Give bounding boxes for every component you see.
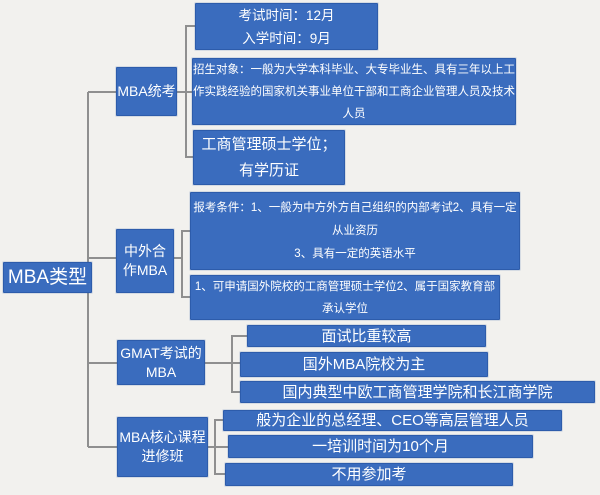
leaf-foreign-schools: 国外MBA院校为主 xyxy=(240,352,488,377)
branch-mba-core-course-label: MBA核心课程 进修班 xyxy=(119,429,206,464)
leaf-degree-certificate: 工商管理硕士学位； 有学历证 xyxy=(193,130,345,185)
leaf-application-conditions-text: 报考条件：1、一般为中方外方自己组织的内部考试2、具有一定 从业资历 3、具有一… xyxy=(193,201,517,260)
leaf-exam-time: 考试时间：12月 入学时间：9月 xyxy=(195,3,378,50)
leaf-interview-weight-text: 面试比重较高 xyxy=(321,327,412,345)
leaf-training-duration: 一培训时间为10个月 xyxy=(228,435,533,458)
leaf-target-executives: 般为企业的总经理、CEO等高层管理人员 xyxy=(223,410,562,431)
branch-mba-unified-exam-label: MBA统考 xyxy=(117,83,176,99)
leaf-foreign-schools-text: 国外MBA院校为主 xyxy=(302,356,426,373)
leaf-degree-certificate-text: 工商管理硕士学位； 有学历证 xyxy=(201,135,337,179)
branch-gmat-mba-label: GMAT考试的 MBA xyxy=(120,344,202,380)
leaf-admission-target-text: 招生对象：一般为大学本科毕业、大专毕业生、具有三年以上工 作实践经验的国家机关事… xyxy=(193,63,515,120)
branch-sino-foreign-mba-label: 中外合 作MBA xyxy=(122,243,168,278)
leaf-target-executives-text: 般为企业的总经理、CEO等高层管理人员 xyxy=(256,412,529,429)
leaf-no-exam: 不用参加考 xyxy=(225,463,513,486)
branch-mba-core-course: MBA核心课程 进修班 xyxy=(117,417,208,477)
leaf-training-duration-text: 一培训时间为10个月 xyxy=(312,438,449,455)
root-mba-type: MBA类型 xyxy=(3,262,92,293)
leaf-no-exam-text: 不用参加考 xyxy=(331,466,407,483)
branch-sino-foreign-mba: 中外合 作MBA xyxy=(116,229,174,293)
root-mba-type-label: MBA类型 xyxy=(7,266,88,288)
branch-gmat-mba: GMAT考试的 MBA xyxy=(117,340,205,385)
leaf-interview-weight: 面试比重较高 xyxy=(247,325,486,347)
leaf-domestic-schools-text: 国内典型中欧工商管理学院和长江商学院 xyxy=(282,383,553,401)
leaf-foreign-degree: 1、可申请国外院校的工商管理硕士学位2、属于国家教育部 承认学位 xyxy=(190,275,500,320)
leaf-admission-target: 招生对象：一般为大学本科毕业、大专毕业生、具有三年以上工 作实践经验的国家机关事… xyxy=(192,58,516,125)
leaf-domestic-schools: 国内典型中欧工商管理学院和长江商学院 xyxy=(240,381,595,403)
leaf-exam-time-text: 考试时间：12月 入学时间：9月 xyxy=(238,7,335,46)
leaf-foreign-degree-text: 1、可申请国外院校的工商管理硕士学位2、属于国家教育部 承认学位 xyxy=(194,280,496,315)
branch-mba-unified-exam: MBA统考 xyxy=(116,67,177,116)
leaf-application-conditions: 报考条件：1、一般为中方外方自己组织的内部考试2、具有一定 从业资历 3、具有一… xyxy=(190,192,520,270)
